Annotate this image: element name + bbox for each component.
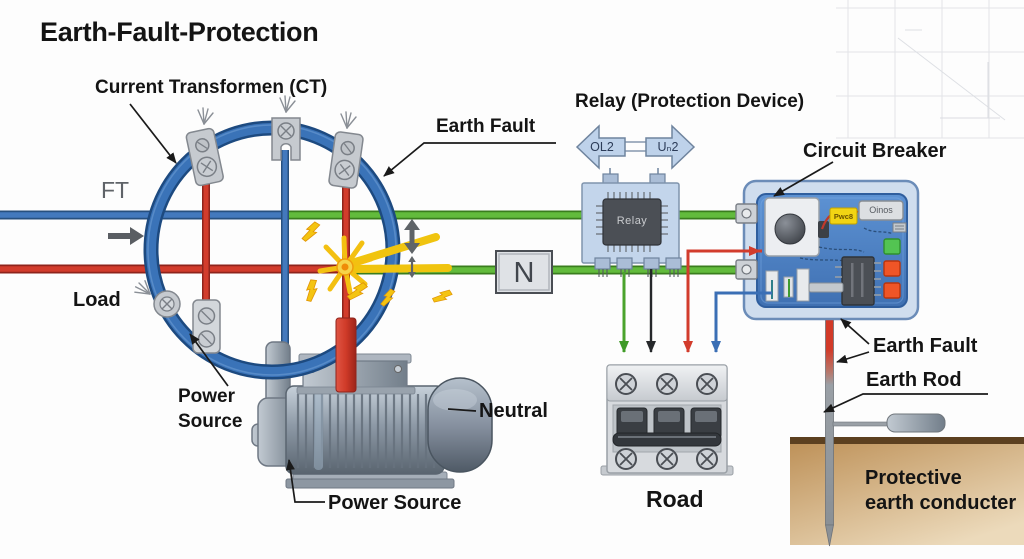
relay-arrow-left-shape [575, 124, 626, 170]
label-road: Road [646, 486, 704, 512]
current-direction-arrow [108, 227, 144, 245]
label-protective-earth: Protective earth conducter [865, 467, 1017, 514]
label-earth-fault-top: Earth Fault [436, 116, 536, 137]
ct-clamps [132, 95, 364, 354]
relay-chip [602, 198, 662, 246]
vertical-wires [202, 148, 350, 368]
mcb-screws-top [615, 373, 718, 395]
relay-arrow-left-label: OL2 [590, 140, 614, 154]
neutral-box [495, 250, 553, 294]
fault-spark [301, 219, 454, 309]
neutral-box-letter: N [513, 257, 535, 289]
red-motor-cable [335, 317, 357, 393]
label-earth-fault-right: Earth Fault [873, 335, 978, 357]
background-sketch [836, 0, 1024, 139]
leader-lines [129, 103, 988, 503]
label-circuit-breaker: Circuit Breaker [803, 140, 947, 162]
page-title: Earth-Fault-Protection [40, 17, 319, 47]
label-power-source-left: Power Source [178, 386, 243, 432]
mcb-breaker [600, 364, 734, 476]
mcb-screws-bottom [615, 448, 718, 470]
motor [251, 341, 493, 489]
cb-power-tag-label: Pwc8 [833, 212, 854, 221]
relay-arrow-right-label: Uₙ2 [657, 140, 679, 154]
circuit-breaker-box [735, 179, 920, 321]
relay-arrow-right-shape [645, 124, 696, 170]
label-earth-rod: Earth Rod [866, 369, 962, 391]
label-power-source-bottom: Power Source [328, 492, 462, 514]
label-load: Load [73, 289, 121, 311]
label-relay-device: Relay (Protection Device) [575, 91, 805, 112]
label-current-transformer: Current Transformen (CT) [95, 77, 328, 98]
cb-display-label: Oinos [869, 205, 893, 215]
relay-unit [575, 124, 696, 277]
label-ft: FT [101, 177, 130, 203]
relay-chip-label: Relay [616, 215, 648, 227]
breaker-feed-wires [683, 246, 772, 353]
double-arrow [404, 219, 420, 278]
relay-output-wires [619, 269, 656, 353]
label-neutral: Neutral [479, 400, 548, 422]
